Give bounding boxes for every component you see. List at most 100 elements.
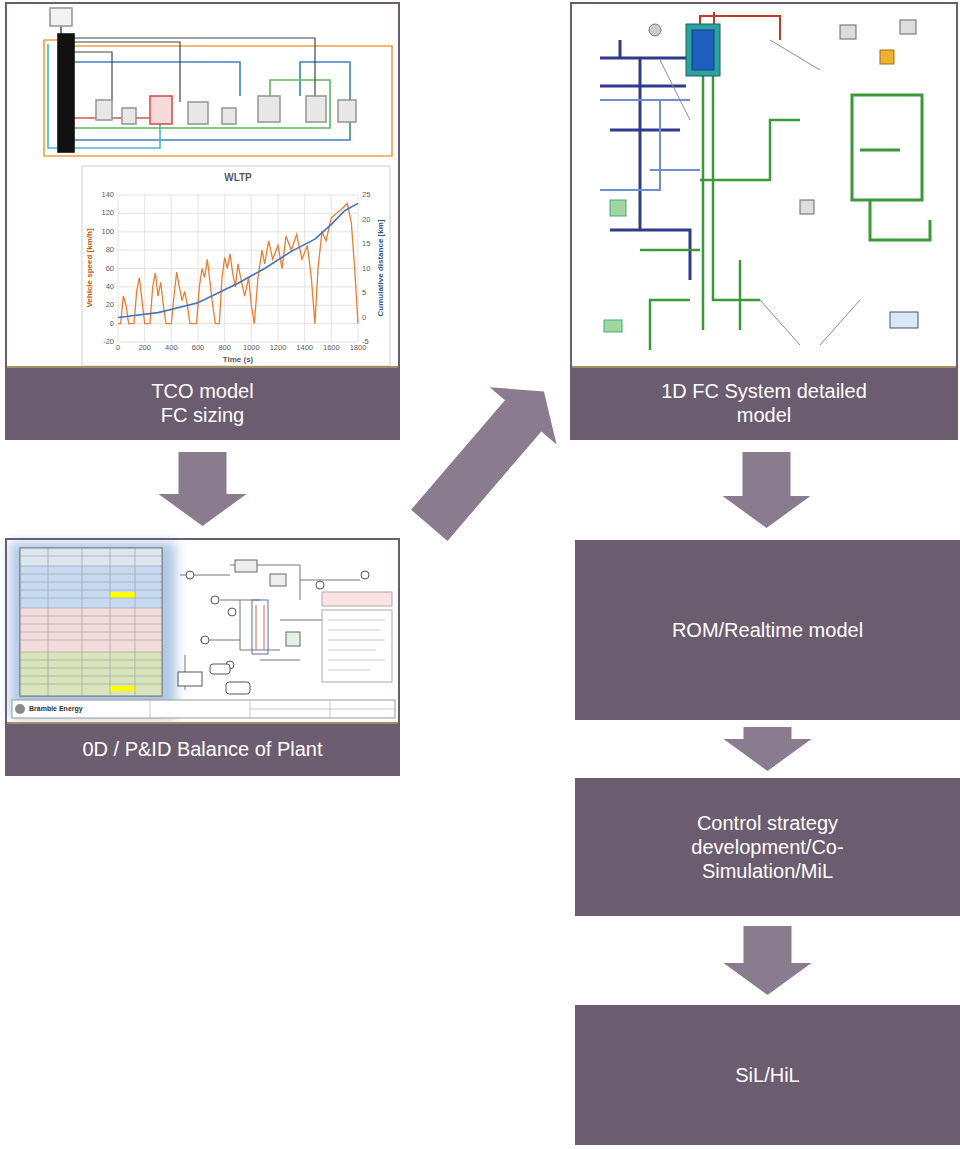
axis-tick: 15 [362,240,370,249]
model-block-diagram [338,100,356,122]
pid-drawing [20,652,162,696]
fc-system-model [600,100,700,190]
process-box: ROM/Realtime model [575,540,960,720]
pid-drawing [20,548,162,566]
axis-tick: 25 [362,191,370,200]
chart-title: WLTP [224,172,252,184]
block-arrow [724,727,812,771]
wltp-chart [118,203,358,323]
pid-drawing [322,592,392,606]
model-block-diagram [150,96,172,124]
fc-system-model [600,12,930,350]
model-block-diagram [50,8,72,26]
model-block-diagram [122,108,136,124]
model-block-diagram [258,96,280,122]
pid-drawing [20,548,162,696]
wltp-chart [118,195,358,342]
panel-box: 0D / P&ID Balance of Plant [5,538,400,776]
caption-bar: TCO model FC sizing [7,366,398,438]
fc-system-model [660,40,860,345]
axis-tick: 0 [362,313,366,322]
pid-drawing [252,600,268,654]
process-box: SiL/HiL [575,1005,960,1145]
node-label: 0D / P&ID Balance of Plant [82,737,322,761]
block-arrow [723,452,811,528]
wltp-chart [82,166,390,366]
fc-system-model [880,50,894,64]
axis-tick: 400 [165,344,178,353]
block-arrow [411,387,556,541]
axis-tick: 10 [362,264,370,273]
pid-drawing [20,548,162,696]
logo-text: Bramble Energy [29,705,83,713]
pid-drawing [186,571,194,579]
axis-title: Cumulative distance [km] [376,220,385,317]
pid-drawing [210,664,230,674]
pid-drawing [20,608,162,652]
node-label: ROM/Realtime model [672,618,863,642]
pid-drawing [316,581,324,589]
axis-tick: 60 [106,264,114,273]
pid-drawing [15,704,25,714]
node-label: Control strategy development/Co-Simulati… [678,811,858,883]
axis-tick: 5 [362,289,366,298]
pid-drawing [235,560,257,572]
pid-drawing [328,620,385,670]
axis-tick: 20 [106,301,114,310]
axis-tick: 1000 [243,344,260,353]
fc-system-model [800,200,814,214]
pid-drawing [10,542,395,718]
axis-tick: -20 [103,338,114,347]
axis-tick: 120 [101,209,114,218]
axis-tick: 140 [101,191,114,200]
node-label: TCO model FC sizing [143,379,263,427]
wltp-chart [118,195,358,342]
fc-system-model [649,24,661,36]
pid-drawing [226,682,250,694]
fc-system-model [900,20,916,34]
axis-tick: 600 [192,344,205,353]
axis-tick: 0 [110,319,114,328]
model-block-diagram [96,100,112,120]
pid-drawing [20,566,162,608]
axis-tick: 100 [101,227,114,236]
axis-tick: 1400 [296,344,313,353]
pid-drawing [256,605,264,650]
process-box: Control strategy development/Co-Simulati… [575,778,960,916]
fc-system-model [840,25,856,39]
pid-drawing [20,548,162,696]
axis-tick: 20 [362,215,370,224]
pid-drawing [286,632,300,646]
model-block-diagram [306,96,326,122]
axis-title: Time (s) [223,355,254,364]
panel-box: 1D FC System detailed model [570,2,958,440]
wltp-chart [118,203,358,323]
fc-system-model [692,30,714,70]
model-block-diagram [74,38,315,102]
pid-drawing [12,700,395,718]
fc-system-model [640,76,800,350]
caption-bar: 1D FC System detailed model [572,366,956,438]
pid-drawing [178,672,202,686]
axis-tick: 1600 [323,344,340,353]
fc-system-model [686,24,720,76]
pid-drawing [270,574,286,586]
model-block-diagram [60,26,62,34]
pid-drawing [211,596,219,604]
fc-system-model [610,200,626,216]
axis-tick: 1800 [350,344,367,353]
fc-system-model [852,95,922,200]
fc-system-model [890,312,918,328]
model-block-diagram [222,108,236,124]
model-block-diagram [44,40,392,156]
node-label: 1D FC System detailed model [649,379,879,427]
axis-tick: 40 [106,283,114,292]
pid-drawing [10,542,176,718]
axis-tick: 0 [116,344,120,353]
axis-tick: 80 [106,246,114,255]
axis-title: Vehicle speed [km/h] [85,228,94,307]
block-arrow [159,452,247,526]
axis-tick: 200 [138,344,151,353]
